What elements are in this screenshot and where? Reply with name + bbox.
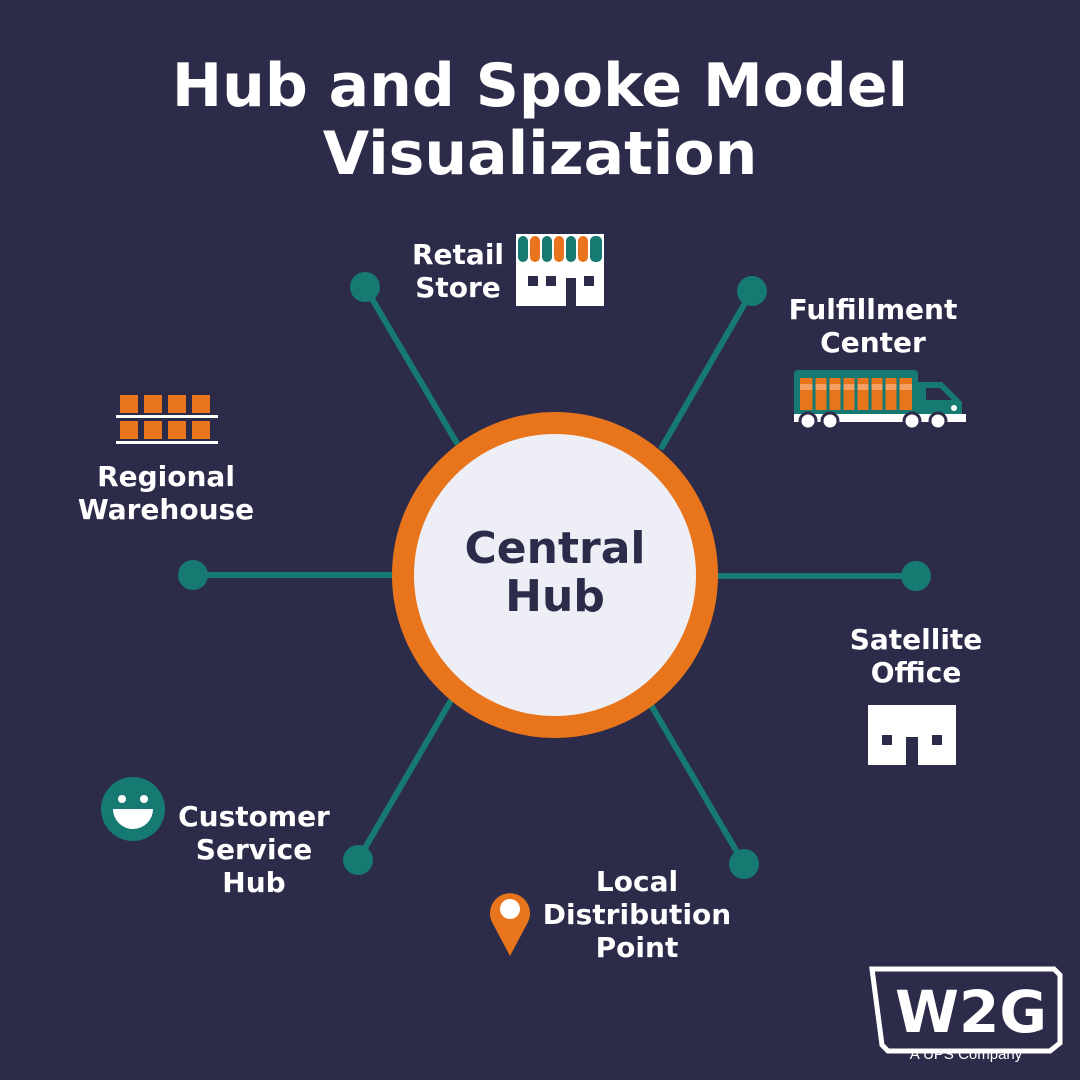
title-line-2: Visualization: [322, 119, 758, 189]
node-label-retail-store: Retail Store: [400, 238, 516, 304]
satellite-office-line-1: Satellite: [849, 623, 983, 656]
customer-service-hub-line-3: Hub: [222, 866, 286, 899]
spoke-local-distribution-point: [648, 702, 747, 867]
hub-label-line-1: Central: [464, 523, 646, 574]
node-label-regional-warehouse: Regional Warehouse: [70, 460, 262, 526]
endpoint-satellite-office: [901, 561, 931, 591]
central-hub-label: Central Hub: [415, 525, 695, 621]
customer-service-hub-line-2: Service: [195, 833, 313, 866]
pallet-boxes-icon: [116, 395, 218, 444]
w2g-logo: W2G: [869, 966, 1063, 1054]
spoke-customer-service-hub: [355, 699, 453, 863]
local-distribution-point-line-2: Distribution: [542, 898, 732, 931]
endpoint-retail-store: [350, 272, 380, 302]
local-distribution-point-line-1: Local: [595, 865, 679, 898]
customer-service-hub-line-1: Customer: [178, 800, 330, 833]
regional-warehouse-line-1: Regional: [97, 460, 235, 493]
diagram-title: Hub and Spoke Model Visualization: [0, 52, 1080, 188]
endpoint-customer-service-hub: [343, 845, 373, 875]
hub-label-line-2: Hub: [505, 571, 605, 622]
central-hub-circle: [392, 412, 718, 738]
regional-warehouse-line-2: Warehouse: [77, 493, 255, 526]
node-label-fulfillment-center: Fulfillment Center: [768, 293, 978, 359]
truck-icon: [794, 370, 966, 431]
retail-store-line-2: Store: [415, 271, 501, 304]
smiley-icon: [101, 777, 165, 841]
endpoint-regional-warehouse: [178, 560, 208, 590]
fulfillment-center-line-2: Center: [820, 326, 926, 359]
logo-tagline: A UPS Company: [909, 1046, 1023, 1063]
logo-text: W2G: [895, 978, 1047, 1046]
title-line-1: Hub and Spoke Model: [171, 51, 909, 121]
satellite-office-line-2: Office: [870, 656, 962, 689]
endpoint-fulfillment-center: [737, 276, 767, 306]
building-icon: [868, 705, 956, 765]
local-distribution-point-line-3: Point: [595, 931, 679, 964]
fulfillment-center-line-1: Fulfillment: [788, 293, 958, 326]
node-label-customer-service-hub: Customer Service Hub: [170, 800, 338, 899]
endpoint-local-distribution-point: [729, 849, 759, 879]
retail-store-line-1: Retail: [411, 238, 505, 271]
spoke-retail-store: [362, 284, 461, 448]
storefront-icon: [516, 234, 604, 306]
node-label-satellite-office: Satellite Office: [836, 623, 996, 689]
location-pin-icon: [490, 893, 530, 956]
node-label-local-distribution-point: Local Distribution Point: [530, 865, 744, 964]
spoke-fulfillment-center: [659, 288, 755, 450]
